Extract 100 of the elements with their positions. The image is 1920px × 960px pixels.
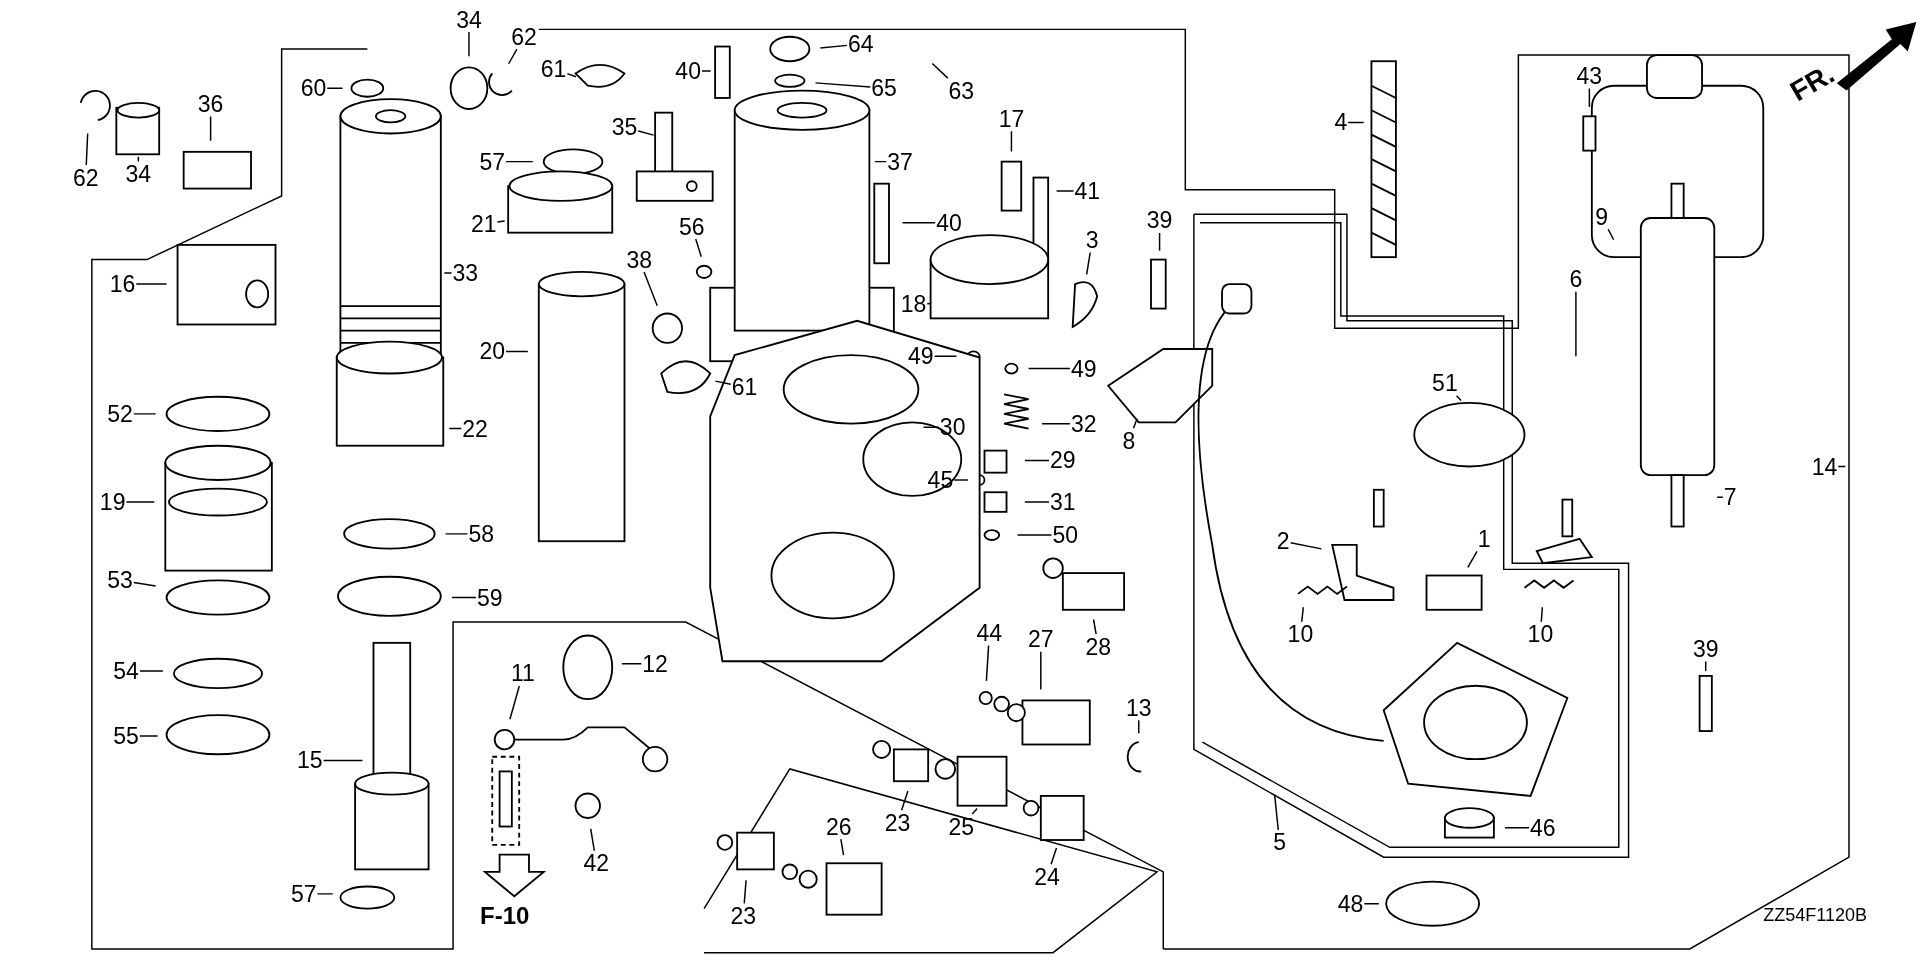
callout-number: 18: [899, 291, 928, 317]
callout-number: 23: [729, 903, 758, 929]
callout-number: 29: [1049, 447, 1077, 473]
callout-number: 11: [509, 660, 536, 686]
leader-line: [1040, 650, 1042, 691]
callout-number: 10: [1286, 621, 1315, 647]
leader-line: [322, 759, 364, 762]
leader-line: [1837, 465, 1847, 468]
leader-line: [1504, 827, 1530, 829]
callout-number: 63: [947, 78, 975, 104]
callout-number: 23: [883, 810, 912, 836]
leader-line: [621, 662, 643, 665]
callout-number: 61: [730, 374, 759, 400]
callout-number: 14: [1810, 454, 1839, 479]
callout-number: 54: [112, 658, 140, 684]
callout-number: 31: [1049, 489, 1077, 515]
leader-line: [1575, 290, 1577, 358]
callout-number: 40: [674, 58, 702, 84]
callout-number: 53: [106, 567, 134, 593]
leader-line: [701, 70, 712, 72]
callout-number: 44: [975, 620, 1004, 646]
leader-line: [1716, 496, 1724, 498]
callout-number: 7: [1722, 484, 1738, 510]
callout-number: 40: [935, 210, 963, 236]
leader-line: [819, 44, 848, 49]
callout-number: 15: [296, 747, 324, 773]
leader-line: [139, 670, 164, 672]
callout-number: 34: [455, 7, 483, 33]
callout-number: 17: [997, 106, 1026, 132]
leader-line: [1363, 902, 1380, 905]
leader-line: [1289, 541, 1323, 550]
leader-line: [1016, 534, 1053, 536]
leader-line: [566, 72, 577, 78]
callout-number: 22: [461, 416, 489, 442]
callout-number: 43: [1575, 63, 1604, 89]
callout-number: 21: [469, 211, 498, 237]
leader-line: [1158, 232, 1161, 252]
leader-line: [933, 355, 958, 358]
leader-line: [448, 427, 463, 430]
leader-line: [316, 893, 334, 895]
callout-number: 13: [1124, 695, 1153, 721]
callout-number: 16: [108, 271, 137, 297]
leader-line: [1085, 251, 1091, 276]
reference-label: F-10: [480, 903, 530, 928]
callout-number: 20: [478, 338, 507, 364]
callout-number: 38: [625, 247, 653, 273]
leader-line: [1024, 459, 1050, 462]
callout-number: 48: [1336, 891, 1365, 917]
callout-number: 10: [1526, 621, 1555, 647]
callout-number: 42: [582, 850, 611, 876]
leader-line: [743, 879, 747, 905]
leader-line: [451, 596, 477, 599]
callout-number: 9: [1594, 204, 1609, 230]
callout-number: 30: [938, 414, 967, 440]
callout-number: 39: [1691, 636, 1720, 662]
leader-line: [1347, 121, 1365, 124]
callout-number: 2: [1275, 528, 1291, 554]
leader-line: [714, 380, 732, 385]
callout-number: 12: [641, 651, 669, 677]
leader-line: [496, 220, 506, 223]
leader-line: [1273, 793, 1279, 831]
leader-line: [1138, 719, 1140, 734]
leader-line: [85, 132, 89, 166]
leader-line: [931, 62, 949, 79]
leader-line: [900, 790, 909, 812]
callout-number: 57: [478, 149, 507, 175]
leader-line: [1467, 550, 1478, 569]
leader-line: [1041, 422, 1071, 425]
callout-number: 28: [1084, 634, 1113, 659]
leader-line: [326, 87, 344, 89]
leader-line: [926, 302, 932, 305]
leader-line: [505, 350, 529, 353]
drawing-code: ZZ54F1120B: [1763, 906, 1867, 925]
leader-line: [953, 479, 969, 481]
leader-line: [1050, 847, 1058, 865]
leader-line: [133, 581, 157, 587]
leader-line: [1455, 395, 1462, 402]
callout-number: 5: [1272, 829, 1287, 855]
callout-number: 49: [1069, 356, 1098, 382]
callout-number: 64: [847, 31, 875, 57]
leader-line: [443, 272, 453, 274]
direction-label: FR.: [1786, 59, 1840, 106]
callout-number: 36: [196, 91, 225, 117]
callout-number: 24: [1033, 864, 1061, 890]
callout-number: 62: [71, 165, 100, 191]
leader-line: [509, 685, 521, 720]
leader-line: [971, 807, 978, 815]
callout-number: 58: [467, 521, 495, 547]
callout-number: 39: [1145, 207, 1174, 233]
callout-number: 19: [98, 489, 127, 515]
leader-line: [643, 271, 658, 307]
callout-number: 45: [926, 467, 955, 493]
leader-line: [874, 160, 887, 163]
leader-line: [1607, 228, 1615, 241]
leader-line: [133, 413, 157, 415]
leader-line: [1055, 190, 1075, 192]
leader-line: [137, 155, 140, 163]
leader-line: [840, 838, 845, 856]
callout-number: 59: [476, 585, 504, 611]
callout-number: 32: [1069, 411, 1098, 437]
